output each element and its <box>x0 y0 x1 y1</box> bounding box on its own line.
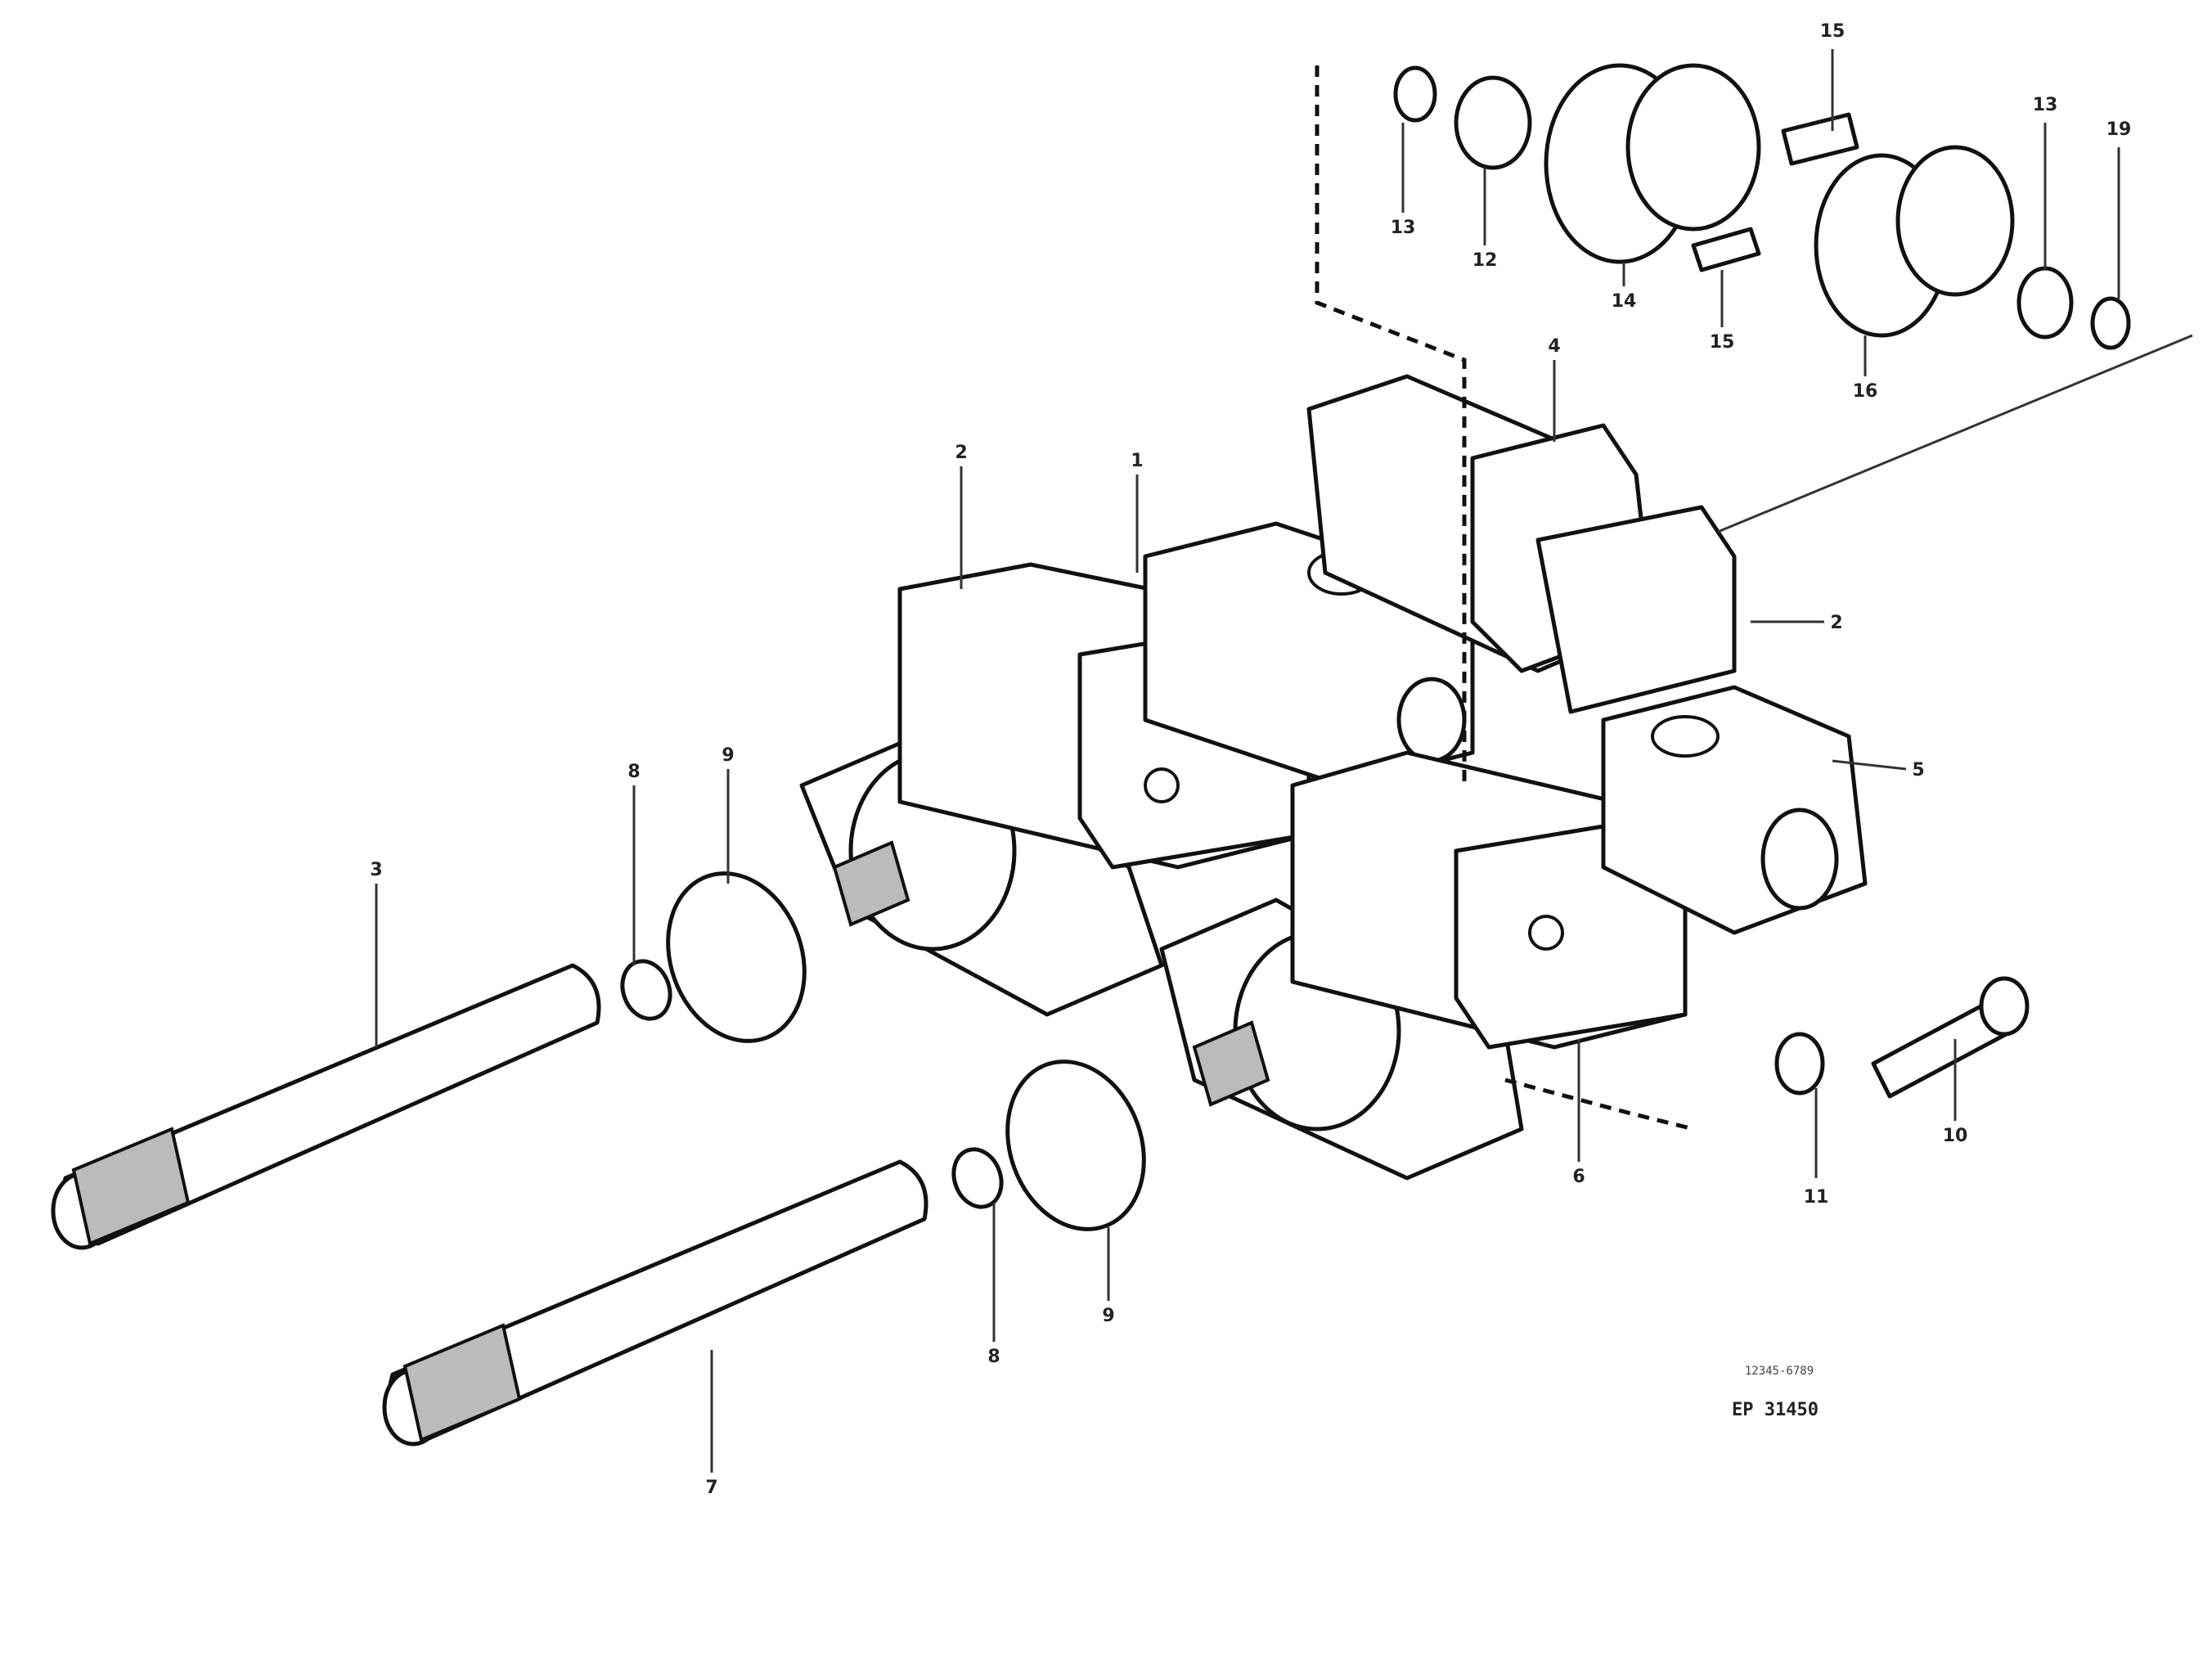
callout-13-left: 13 <box>1391 218 1416 238</box>
callout-10: 10 <box>1943 1126 1968 1146</box>
callout-8-lower: 8 <box>987 1347 1000 1367</box>
callout-8-upper: 8 <box>627 762 640 782</box>
callout-9-upper: 9 <box>722 745 734 766</box>
callout-11: 11 <box>1804 1187 1829 1208</box>
assembly-dashed-line-top <box>1315 65 1467 785</box>
bolt-lower-right <box>1774 976 2030 1099</box>
callout-5: 5 <box>1912 760 1924 781</box>
assembly-line-right <box>1717 334 2193 533</box>
reference-code: 12345-6789 <box>1745 1365 1814 1378</box>
shaft-upper <box>51 963 601 1250</box>
callout-2-right: 2 <box>1830 613 1842 633</box>
o-ring-lower <box>1005 1059 1146 1231</box>
washer-upper <box>620 959 672 1021</box>
callout-15-upper: 15 <box>1820 21 1846 42</box>
callout-19: 19 <box>2106 119 2132 140</box>
o-ring-upper <box>666 871 807 1043</box>
assembly-dashed-line-bottom <box>1504 1077 1694 1131</box>
washer-lower <box>951 1147 1004 1209</box>
callout-3: 3 <box>370 860 382 880</box>
callout-9-lower: 9 <box>1102 1306 1114 1326</box>
callout-14: 14 <box>1612 291 1637 312</box>
callout-16: 16 <box>1853 381 1878 402</box>
valve-block-top <box>1306 374 1737 714</box>
callout-1: 1 <box>1131 451 1143 471</box>
callout-7: 7 <box>705 1478 717 1498</box>
callout-4: 4 <box>1548 336 1560 357</box>
callout-6: 6 <box>1572 1167 1585 1187</box>
callout-12: 12 <box>1472 250 1498 271</box>
callout-13-right: 13 <box>2033 95 2058 115</box>
reference-figure-id: EP 31450 <box>1732 1400 1819 1420</box>
shaft-lower <box>382 1159 928 1446</box>
valve-block-right <box>1601 685 1868 935</box>
callout-15-lower: 15 <box>1710 332 1735 353</box>
callout-2: 2 <box>955 443 967 463</box>
leader-lines <box>375 49 2120 1473</box>
top-right-parts <box>1393 63 2131 350</box>
